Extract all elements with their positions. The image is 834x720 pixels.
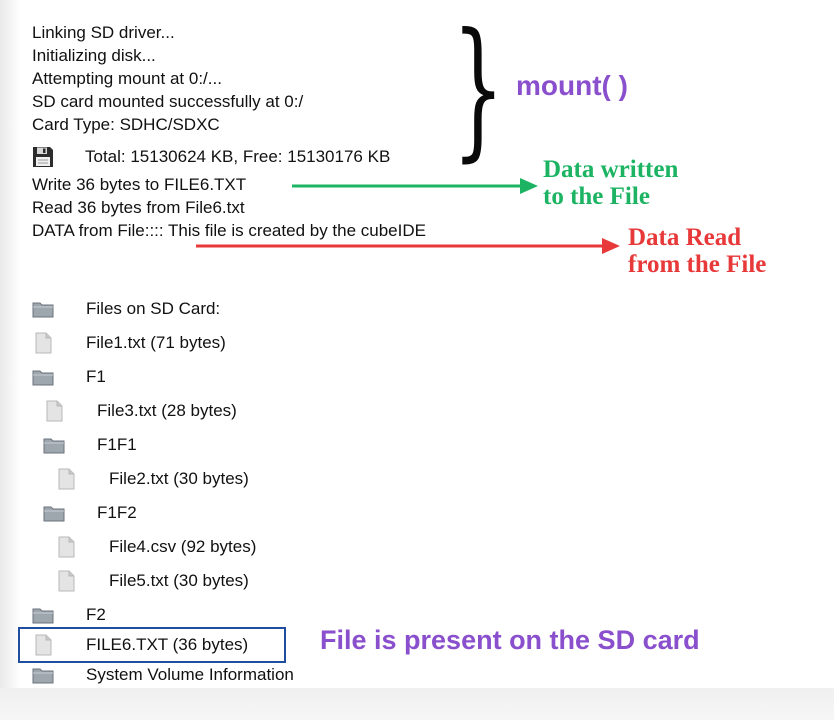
data-written-line-1: Data written (543, 156, 679, 183)
folder-icon (32, 302, 54, 318)
green-arrow (292, 178, 538, 194)
total-free-text: Total: 15130624 KB, Free: 15130176 KB (85, 147, 391, 166)
bottom-shade (0, 688, 834, 720)
file-icon (58, 468, 75, 490)
file-icon (35, 332, 52, 354)
data-written-annotation: Data written to the File (543, 156, 678, 210)
file-icon (46, 400, 63, 422)
tree-label: File2.txt (30 bytes) (109, 469, 249, 488)
tree-label: System Volume Information (86, 665, 294, 684)
left-shade (0, 0, 20, 690)
tree-label: F1F2 (97, 503, 137, 522)
tree-label: File3.txt (28 bytes) (97, 401, 237, 420)
folder-icon (43, 438, 65, 454)
folder-icon (43, 506, 65, 522)
file-icon (58, 570, 75, 592)
console-line-mounted: SD card mounted successfully at 0:/ (32, 92, 304, 111)
data-read-annotation: Data Read from the File (628, 224, 766, 278)
data-read-line-1: Data Read (628, 224, 742, 251)
tree-label: FILE6.TXT (36 bytes) (86, 635, 249, 654)
file-present-annotation: File is present on the SD card (320, 625, 700, 655)
console-line-total: Total: 15130624 KB, Free: 15130176 KB (32, 146, 390, 168)
console-line-write: Write 36 bytes to FILE6.TXT (32, 175, 247, 194)
data-read-line-2: from the File (628, 251, 767, 278)
mount-annotation: mount( ) (516, 70, 628, 101)
console-line-initializing: Initializing disk... (32, 46, 156, 65)
folder-icon (32, 370, 54, 386)
tree-label: File4.csv (92 bytes) (109, 537, 257, 556)
tree-row-file2[interactable]: File2.txt (30 bytes) (55, 462, 249, 496)
tree-label: File1.txt (71 bytes) (86, 333, 226, 352)
console-line-linking: Linking SD driver... (32, 23, 175, 42)
tree-row-system-volume-information[interactable]: System Volume Information (32, 662, 294, 688)
file-icon (35, 634, 52, 656)
tree-label: F2 (86, 605, 106, 624)
tree-row-file4[interactable]: File4.csv (92 bytes) (55, 530, 256, 564)
console-line-card-type: Card Type: SDHC/SDXC (32, 115, 220, 134)
console-line-attempting: Attempting mount at 0:/... (32, 69, 222, 88)
tree-label: File5.txt (30 bytes) (109, 571, 249, 590)
mount-brace: } (452, 2, 505, 176)
tree-row-file3[interactable]: File3.txt (28 bytes) (43, 394, 237, 428)
tree-row-files-on-sd-card[interactable]: Files on SD Card: (32, 292, 220, 326)
tree-label: F1 (86, 367, 106, 386)
console-line-data: DATA from File:::: This file is created … (32, 221, 426, 240)
file6-highlight-box (18, 627, 286, 663)
console-line-read: Read 36 bytes from File6.txt (32, 198, 245, 217)
tree-row-file1[interactable]: File1.txt (71 bytes) (32, 326, 226, 360)
tree-label: Files on SD Card: (86, 299, 221, 318)
file-icon (58, 536, 75, 558)
floppy-disk-icon (33, 147, 53, 167)
tree-row-f2[interactable]: F2 (32, 598, 106, 632)
tree-label: F1F1 (97, 435, 137, 454)
data-written-line-2: to the File (543, 183, 650, 210)
folder-icon (32, 668, 54, 684)
tree-row-file6[interactable]: FILE6.TXT (36 bytes) (32, 628, 248, 662)
tree-row-f1f2[interactable]: F1F2 (43, 496, 137, 530)
tree-row-file5[interactable]: File5.txt (30 bytes) (55, 564, 249, 598)
tree-row-f1[interactable]: F1 (32, 360, 106, 394)
folder-icon (32, 608, 54, 624)
tree-row-f1f1[interactable]: F1F1 (43, 428, 137, 462)
